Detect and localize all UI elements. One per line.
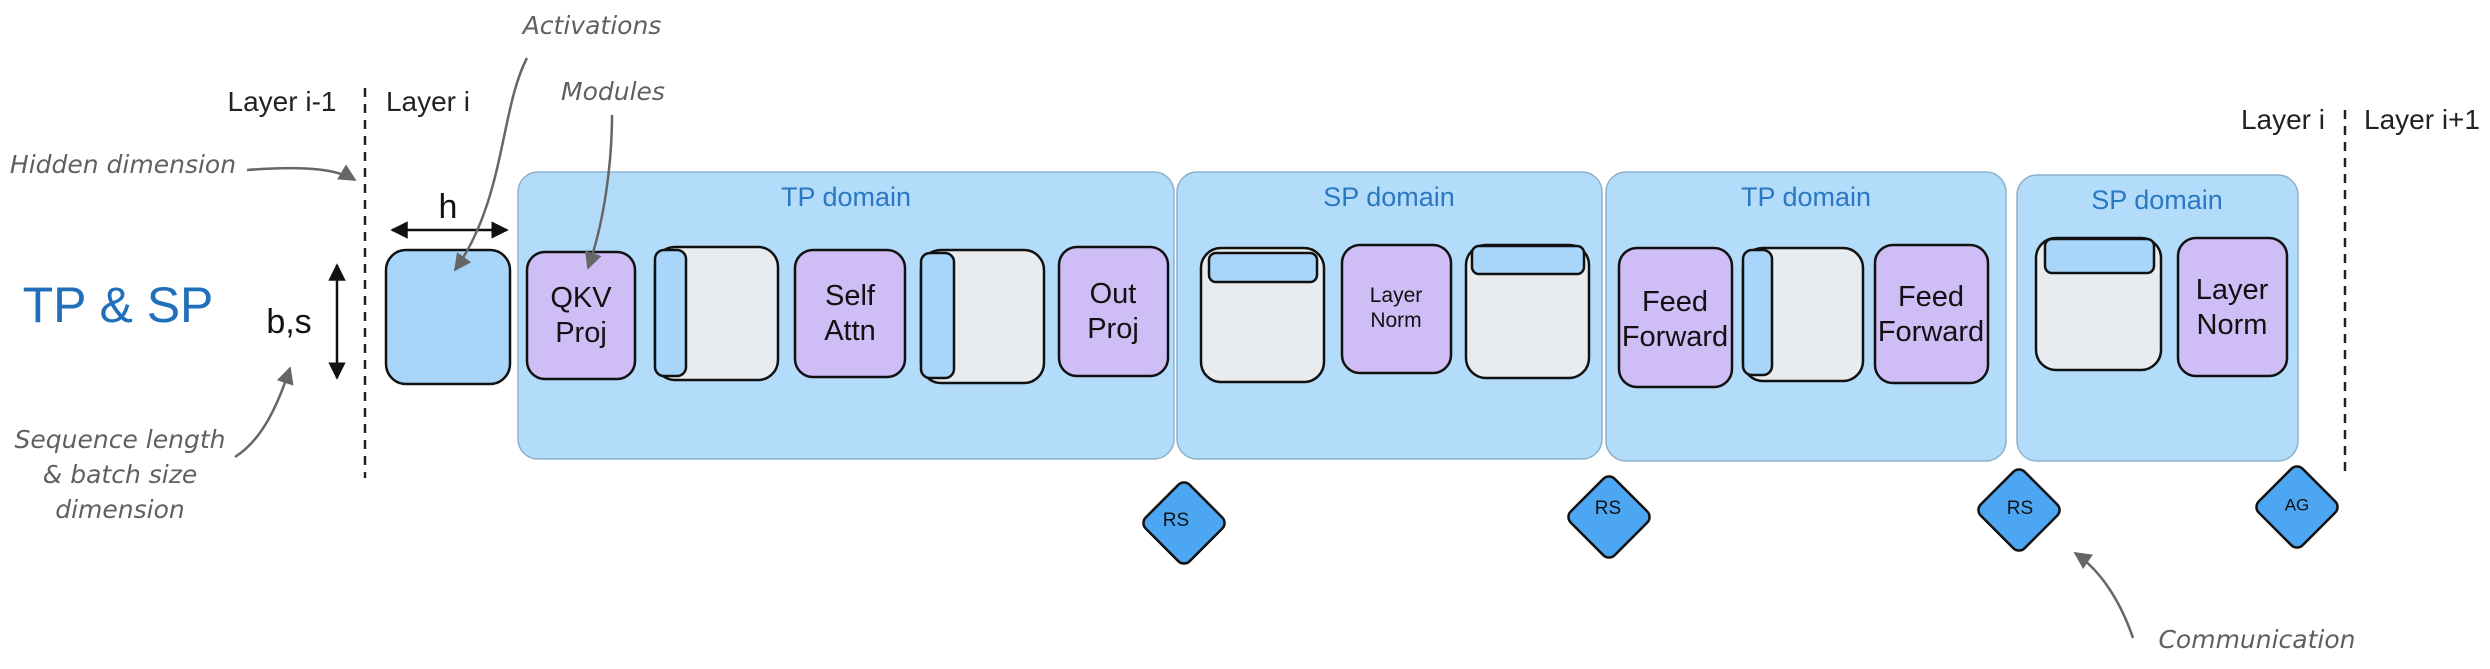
module-out-proj [1057,245,1170,378]
annotation-activations-arrow [453,57,529,272]
module-self-attn-label-1: Self [825,280,876,312]
module-self-attn-label-2: Attn [824,315,876,347]
module-layer-norm-2-label-2: Norm [2197,309,2268,341]
activation-shard-6 [2043,237,2156,275]
module-out-proj-label-1: Out [1090,278,1137,310]
module-qkv-proj [525,250,637,381]
comm-rs-2: RS [1567,475,1651,559]
comm-rs-3-label: RS [2007,498,2033,519]
module-out-proj-label-2: Proj [1087,313,1139,345]
annotation-hidden-dimension-arrow [246,164,357,182]
module-feed-forward-2-label-1: Feed [1898,281,1964,313]
sp-domain-label-2: SP domain [2091,185,2223,215]
annotation-sequence-line-3: dimension [55,495,185,524]
module-feed-forward-1-label-2: Forward [1622,321,1728,353]
activation-shard-3 [1207,251,1319,284]
layer-label-next: Layer i+1 [2364,104,2480,135]
module-layer-norm-1 [1340,243,1453,375]
activation-shard-5 [1741,248,1774,377]
input-activation [384,248,512,386]
annotation-modules-arrow [585,114,614,270]
hidden-dimension-label: h [439,188,458,226]
annotation-hidden-dimension: Hidden dimension [10,150,236,179]
annotation-sequence-arrow [234,366,294,459]
comm-rs-2-label: RS [1595,498,1621,519]
layer-label-current-left: Layer i [386,86,470,117]
activation-shard-4 [1470,244,1586,276]
module-feed-forward-1 [1617,246,1734,389]
activation-shard-1 [653,248,688,378]
comm-ag-label: AG [2285,495,2310,514]
annotation-communication: Communication [2158,625,2355,654]
module-layer-norm-2 [2176,236,2289,378]
module-feed-forward-2-label-2: Forward [1878,316,1984,348]
layer-label-prev: Layer i-1 [228,86,337,117]
annotation-sequence-line-1: Sequence length [15,425,226,454]
layer-label-current-right: Layer i [2241,104,2325,135]
annotation-communication-arrow [2073,551,2135,639]
module-qkv-proj-label-1: QKV [550,282,612,314]
comm-rs-1: RS [1142,481,1226,565]
comm-ag: AG [2255,465,2339,549]
module-feed-forward-1-label-1: Feed [1642,286,1708,318]
sp-domain-label-1: SP domain [1323,182,1455,212]
module-qkv-proj-label-2: Proj [555,317,607,349]
diagram-title: TP & SP [23,277,214,333]
module-self-attn [793,248,907,379]
module-layer-norm-1-label-1: Layer [1370,284,1423,307]
activation-shard-2 [919,251,956,380]
tp-domain-label-1: TP domain [781,182,911,212]
comm-rs-1-label: RS [1163,510,1189,531]
sequence-dimension-label: b,s [266,303,311,341]
annotation-activations: Activations [521,11,662,40]
module-layer-norm-2-label-1: Layer [2196,274,2269,306]
comm-rs-3: RS [1977,468,2061,552]
tp-domain-label-2: TP domain [1741,182,1871,212]
module-layer-norm-1-label-2: Norm [1370,309,1421,332]
module-feed-forward-2 [1873,243,1990,385]
annotation-sequence-line-2: & batch size [43,460,197,489]
annotation-modules: Modules [561,77,665,106]
